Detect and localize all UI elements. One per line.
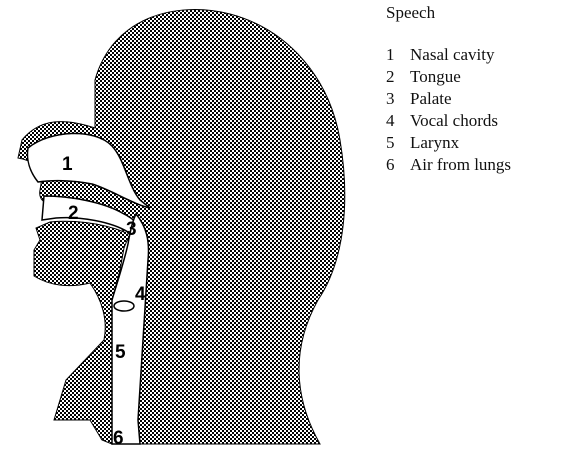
legend-text: Larynx [410, 132, 459, 154]
head-cross-section: 1 2 3 4 5 6 [0, 0, 380, 451]
legend-number: 5 [386, 132, 410, 154]
larynx-ring [114, 301, 134, 311]
diagram-label-5: 5 [115, 342, 126, 363]
diagram-label-6: 6 [113, 428, 124, 449]
legend: Speech 1 Nasal cavity 2 Tongue 3 Palate … [386, 2, 511, 176]
legend-item: 1 Nasal cavity [386, 44, 511, 66]
diagram-label-2: 2 [68, 203, 79, 224]
diagram-label-3: 3 [126, 219, 137, 240]
legend-text: Palate [410, 88, 452, 110]
legend-number: 2 [386, 66, 410, 88]
legend-item: 5 Larynx [386, 132, 511, 154]
legend-list: 1 Nasal cavity 2 Tongue 3 Palate 4 Vocal… [386, 44, 511, 176]
legend-text: Air from lungs [410, 154, 511, 176]
legend-number: 4 [386, 110, 410, 132]
diagram-label-1: 1 [62, 154, 73, 175]
legend-text: Vocal chords [410, 110, 498, 132]
legend-item: 6 Air from lungs [386, 154, 511, 176]
legend-item: 4 Vocal chords [386, 110, 511, 132]
legend-text: Tongue [410, 66, 461, 88]
head-silhouette [18, 10, 345, 444]
diagram-label-4: 4 [135, 284, 146, 305]
legend-number: 6 [386, 154, 410, 176]
legend-item: 2 Tongue [386, 66, 511, 88]
legend-number: 3 [386, 88, 410, 110]
legend-item: 3 Palate [386, 88, 511, 110]
diagram-title: Speech [386, 2, 511, 24]
legend-number: 1 [386, 44, 410, 66]
legend-text: Nasal cavity [410, 44, 495, 66]
